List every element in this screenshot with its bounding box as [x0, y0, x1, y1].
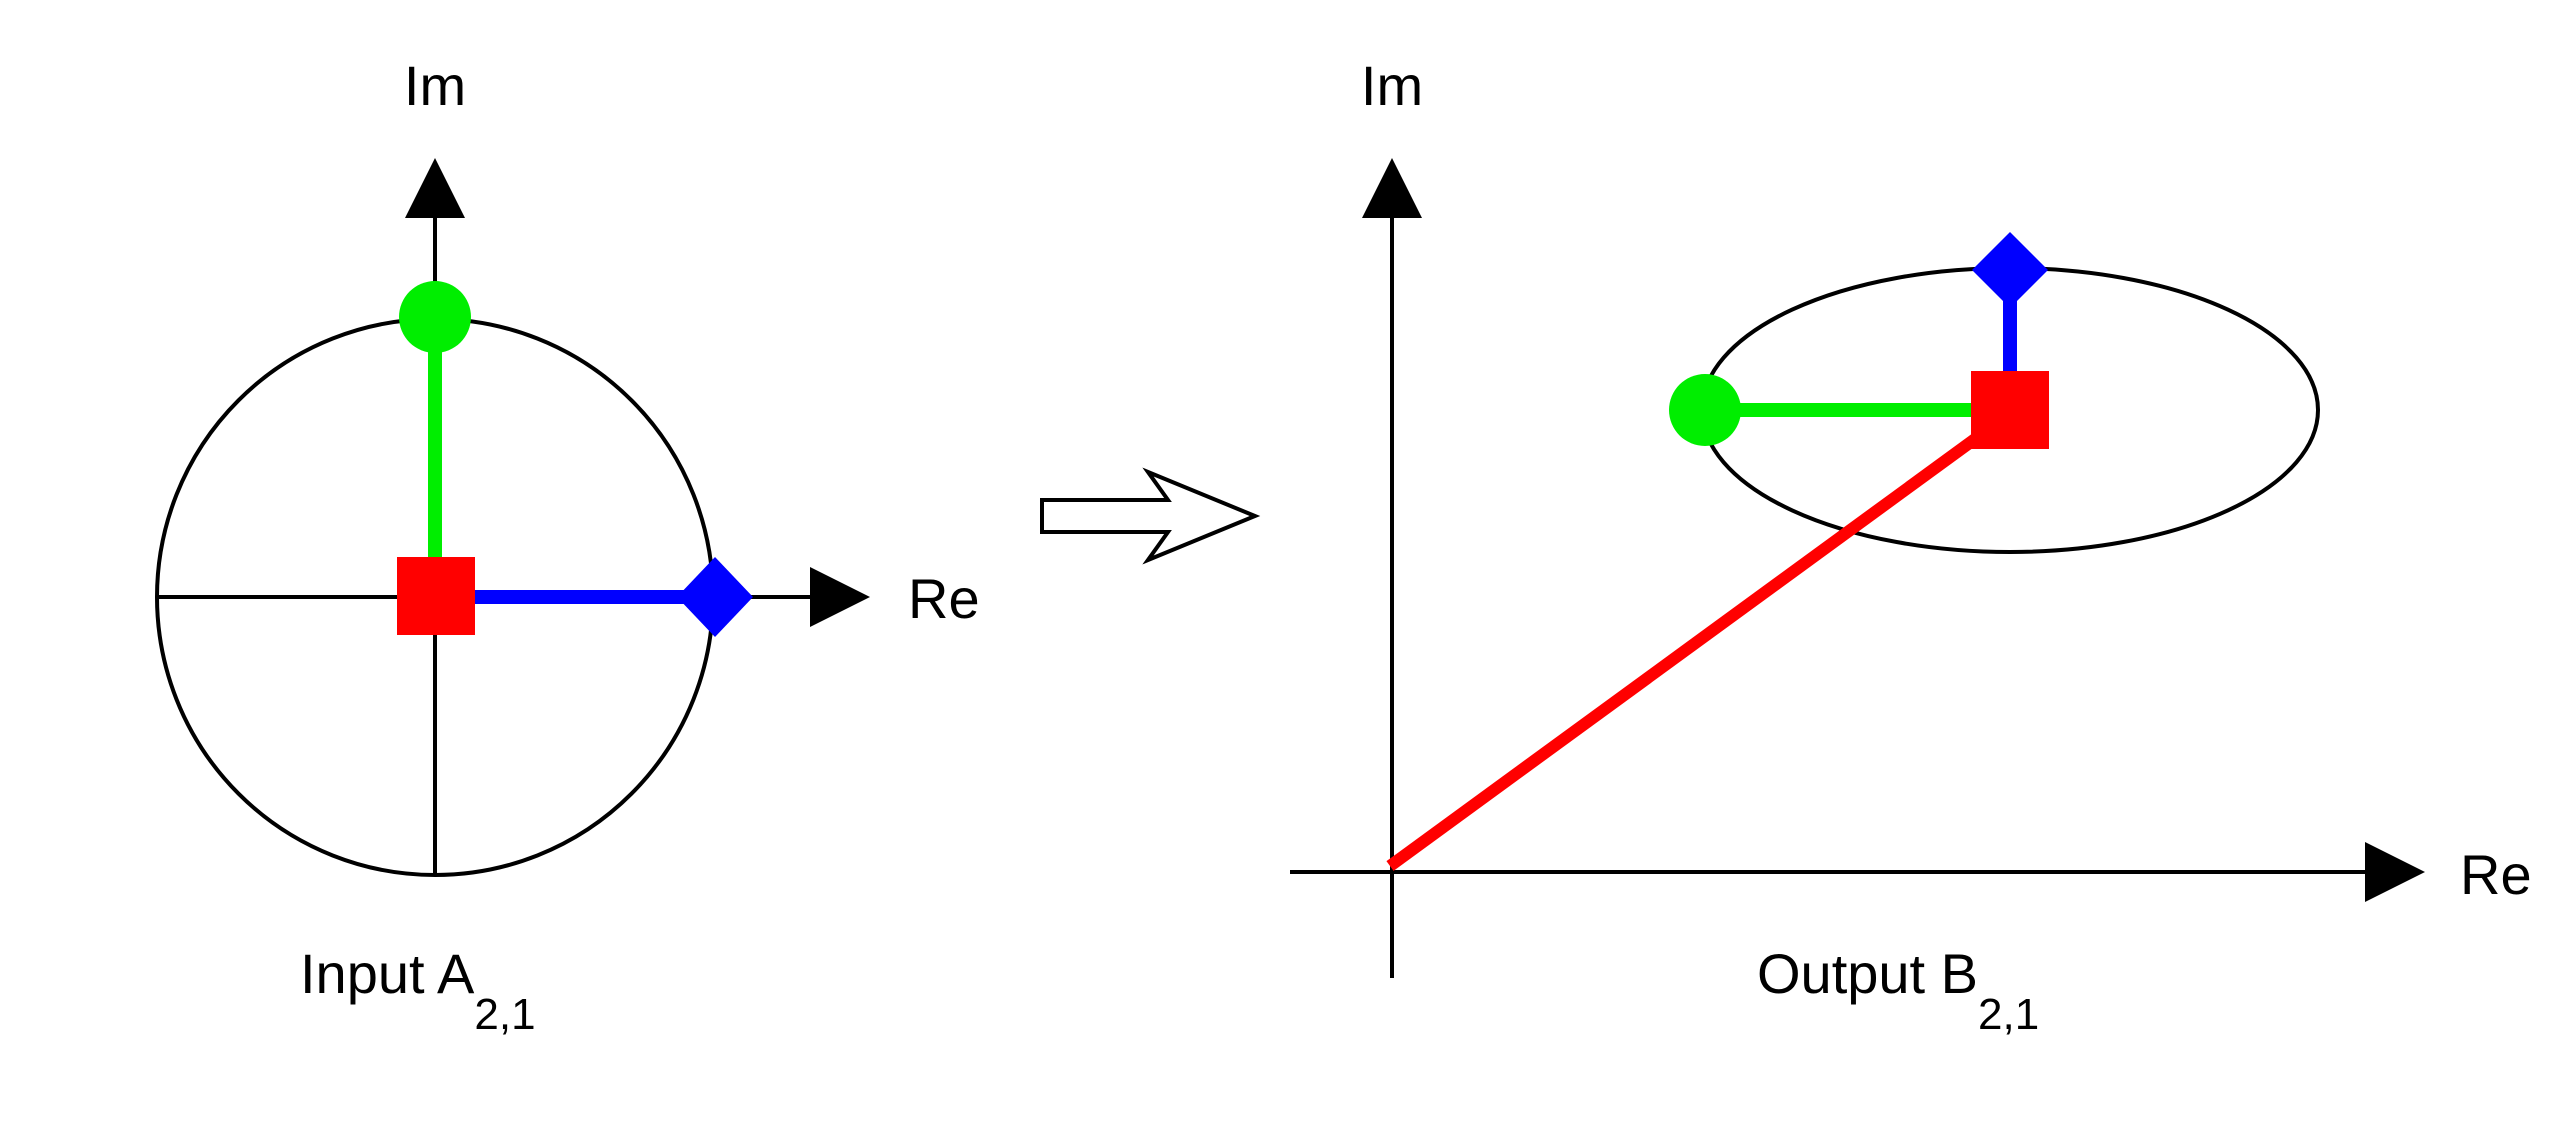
input-caption-main: Input A: [300, 942, 475, 1005]
output-real-blue-diamond: [1972, 232, 2048, 308]
output-im-label: Im: [1361, 54, 1423, 117]
input-re-axis-arrowhead: [810, 567, 870, 627]
input-real-blue-diamond: [677, 557, 753, 637]
output-caption: Output B2,1: [1757, 942, 2039, 1039]
input-re-label: Re: [908, 567, 980, 630]
output-caption-subscript: 2,1: [1978, 990, 2039, 1039]
input-im-label: Im: [404, 54, 466, 117]
input-caption-subscript: 2,1: [474, 990, 535, 1039]
output-re-label: Re: [2460, 843, 2532, 906]
input-im-axis-arrowhead: [405, 158, 465, 218]
output-plane: Im Re Output B2,1: [1290, 54, 2532, 1039]
transform-hollow-arrow: [1040, 467, 1261, 565]
input-plane: Im Re Input A2,1: [155, 54, 980, 1039]
output-re-axis-arrowhead: [2365, 842, 2425, 902]
output-im-axis-arrowhead: [1362, 158, 1422, 218]
input-caption: Input A2,1: [300, 942, 536, 1039]
input-center-red-square: [397, 557, 475, 635]
output-caption-main: Output B: [1757, 942, 1978, 1005]
input-imaginary-green-circle: [399, 281, 471, 353]
output-imaginary-green-circle: [1669, 374, 1741, 446]
output-center-red-square: [1971, 371, 2049, 449]
output-red-vector: [1386, 407, 2016, 871]
